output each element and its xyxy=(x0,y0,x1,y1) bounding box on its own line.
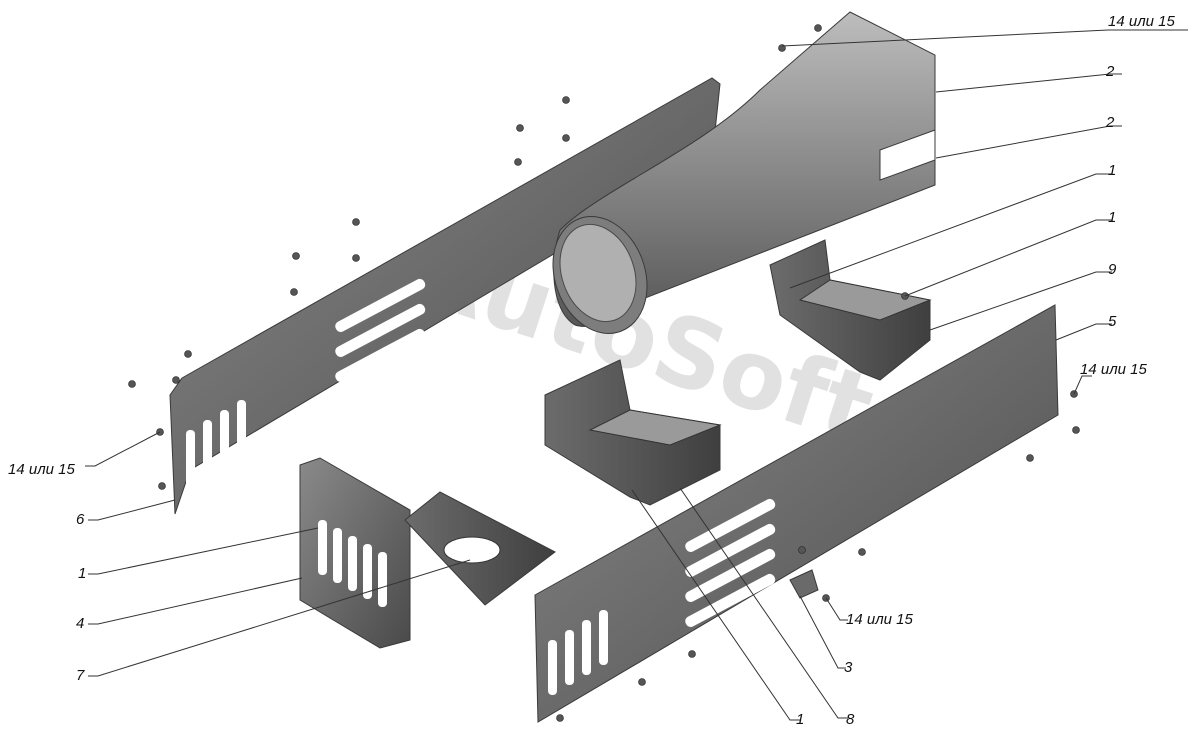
part-5-side-panel-right xyxy=(534,304,1059,723)
callout-right-fastener: 14 или 15 xyxy=(1080,361,1148,378)
grille-4-slots xyxy=(318,520,387,607)
callout-5: 5 xyxy=(1108,313,1117,330)
callout-left-fastener: 14 или 15 xyxy=(8,461,76,478)
callout-2-upper: 2 xyxy=(1105,63,1115,80)
leader-lines xyxy=(85,29,1188,721)
callout-4: 4 xyxy=(76,615,84,632)
part-3-clip xyxy=(789,569,819,599)
panel-5-vertical-slots xyxy=(548,610,608,695)
callout-8: 8 xyxy=(846,711,855,728)
callout-bottom-fastener: 14 или 15 xyxy=(846,611,914,628)
callout-7: 7 xyxy=(76,667,85,684)
panel-6-vertical-slots xyxy=(186,400,246,488)
callout-labels: 14 или 15 2 2 1 1 9 5 14 или 15 14 или 1… xyxy=(8,13,1176,728)
panel-6-horizontal-slots xyxy=(335,278,426,408)
part-6-side-panel-left xyxy=(169,77,721,515)
callout-1-left: 1 xyxy=(78,565,86,582)
callout-top-right-fastener: 14 или 15 xyxy=(1108,13,1176,30)
callout-6: 6 xyxy=(76,511,85,528)
part-8-bracket xyxy=(544,359,722,506)
part-7-mounting-bracket xyxy=(404,491,556,606)
part-9-bracket xyxy=(769,239,932,381)
callout-1-bottom: 1 xyxy=(796,711,804,728)
callout-2-lower: 2 xyxy=(1105,114,1115,131)
callout-9: 9 xyxy=(1108,261,1117,278)
panel-5-horizontal-slots xyxy=(685,498,776,628)
callout-1-b: 1 xyxy=(1108,209,1116,226)
part-2-air-duct xyxy=(552,11,936,334)
callout-1-a: 1 xyxy=(1108,162,1116,179)
part-4-front-grille xyxy=(299,457,411,649)
callout-3: 3 xyxy=(844,659,853,676)
